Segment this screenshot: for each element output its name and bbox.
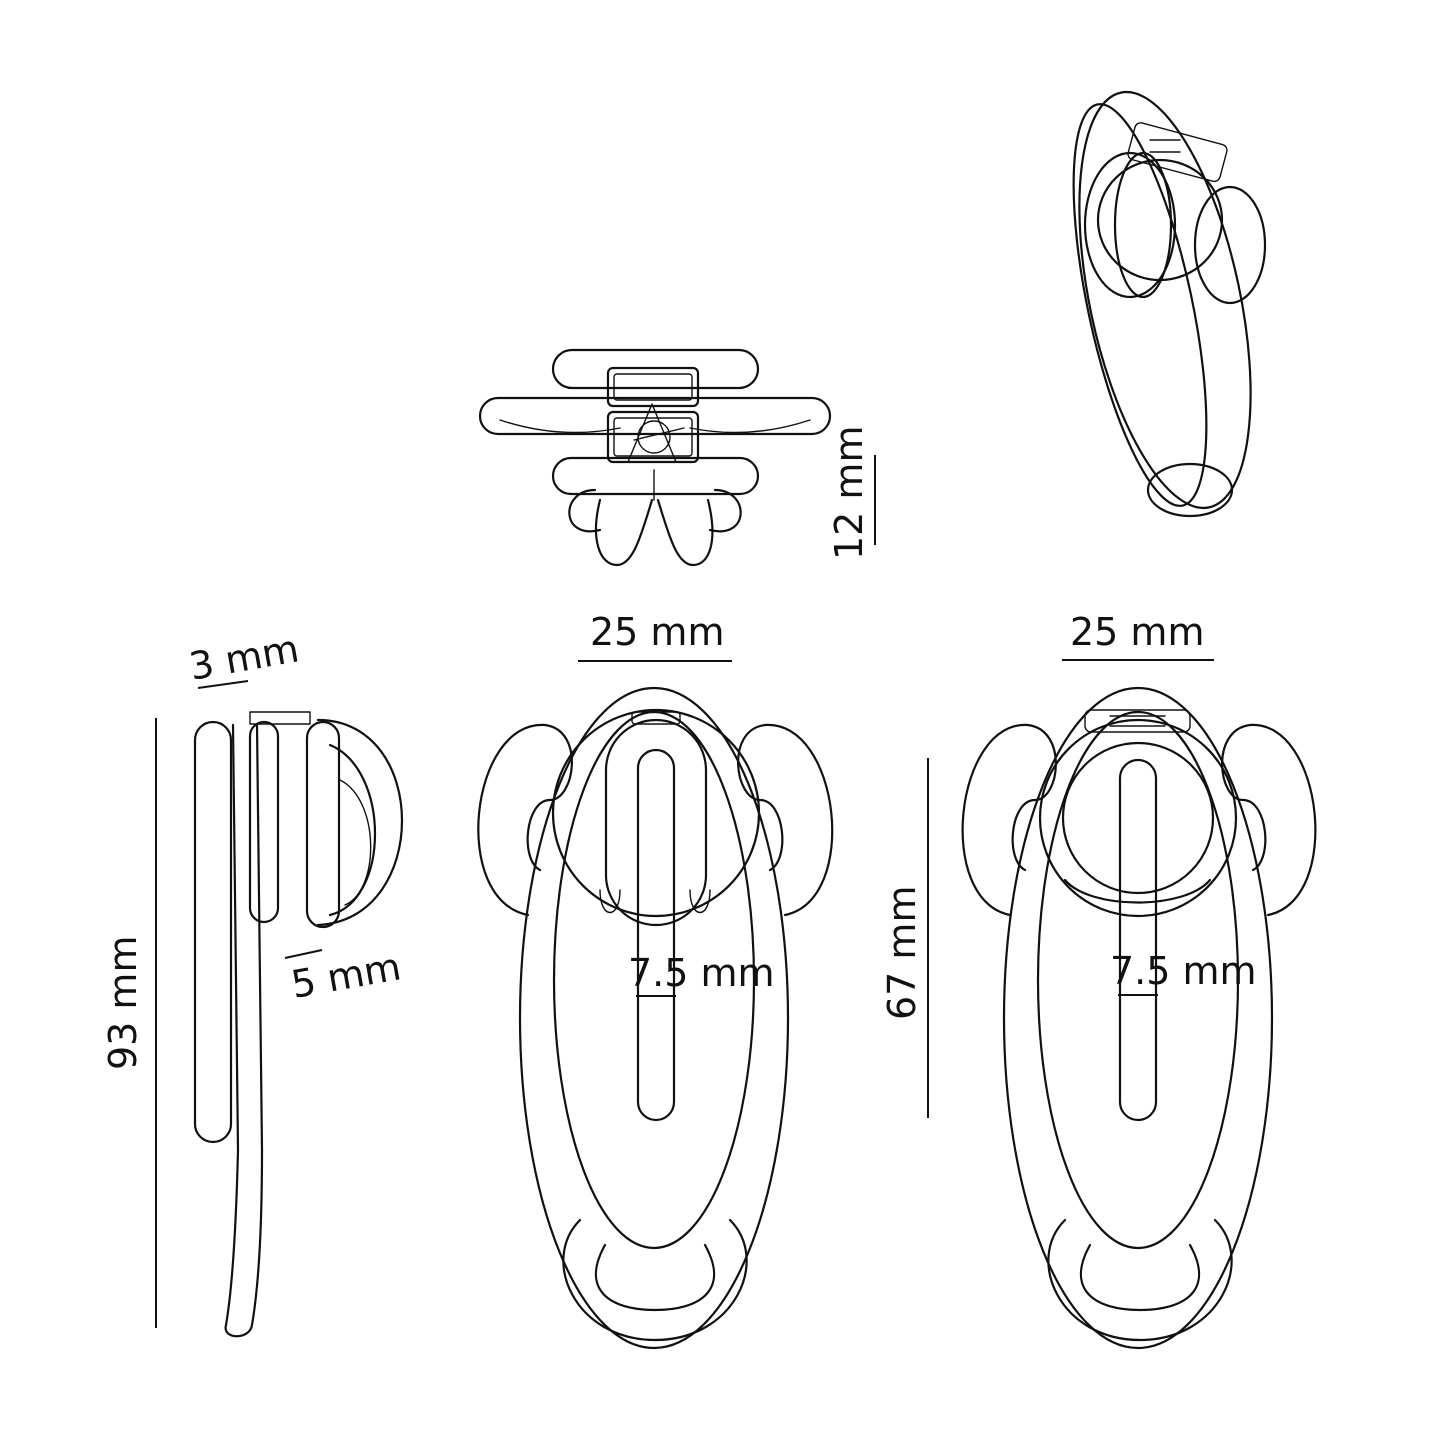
dim-label-7-5mm-front: 7.5 mm	[628, 951, 775, 995]
front-view	[477, 686, 834, 1350]
dim-label-3mm: 3 mm	[186, 626, 302, 688]
top-view	[478, 348, 832, 567]
dimension-25mm-front: 25 mm	[578, 610, 732, 662]
dimension-12mm: 12 mm	[827, 426, 876, 560]
dimension-3mm: 3 mm	[186, 626, 302, 689]
dimension-25mm-back: 25 mm	[1062, 610, 1214, 661]
dimension-7-5mm-back: 7.5 mm	[1110, 949, 1257, 996]
dim-label-12mm: 12 mm	[827, 426, 871, 560]
dimension-7-5mm-front: 7.5 mm	[628, 951, 775, 997]
anarchy-symbol-icon	[627, 403, 685, 463]
dimension-93mm: 93 mm	[101, 718, 157, 1328]
dim-label-25mm-back: 25 mm	[1070, 610, 1204, 654]
dim-label-25mm-front: 25 mm	[590, 610, 724, 654]
isometric-view	[1072, 90, 1267, 518]
dim-label-93mm: 93 mm	[101, 936, 145, 1070]
dimension-67mm: 67 mm	[880, 758, 929, 1118]
dim-label-67mm: 67 mm	[880, 886, 924, 1020]
side-view	[193, 711, 403, 1338]
dim-label-7-5mm-back: 7.5 mm	[1110, 949, 1257, 993]
dimension-5mm: 5 mm	[284, 944, 404, 1007]
back-view	[961, 686, 1317, 1350]
